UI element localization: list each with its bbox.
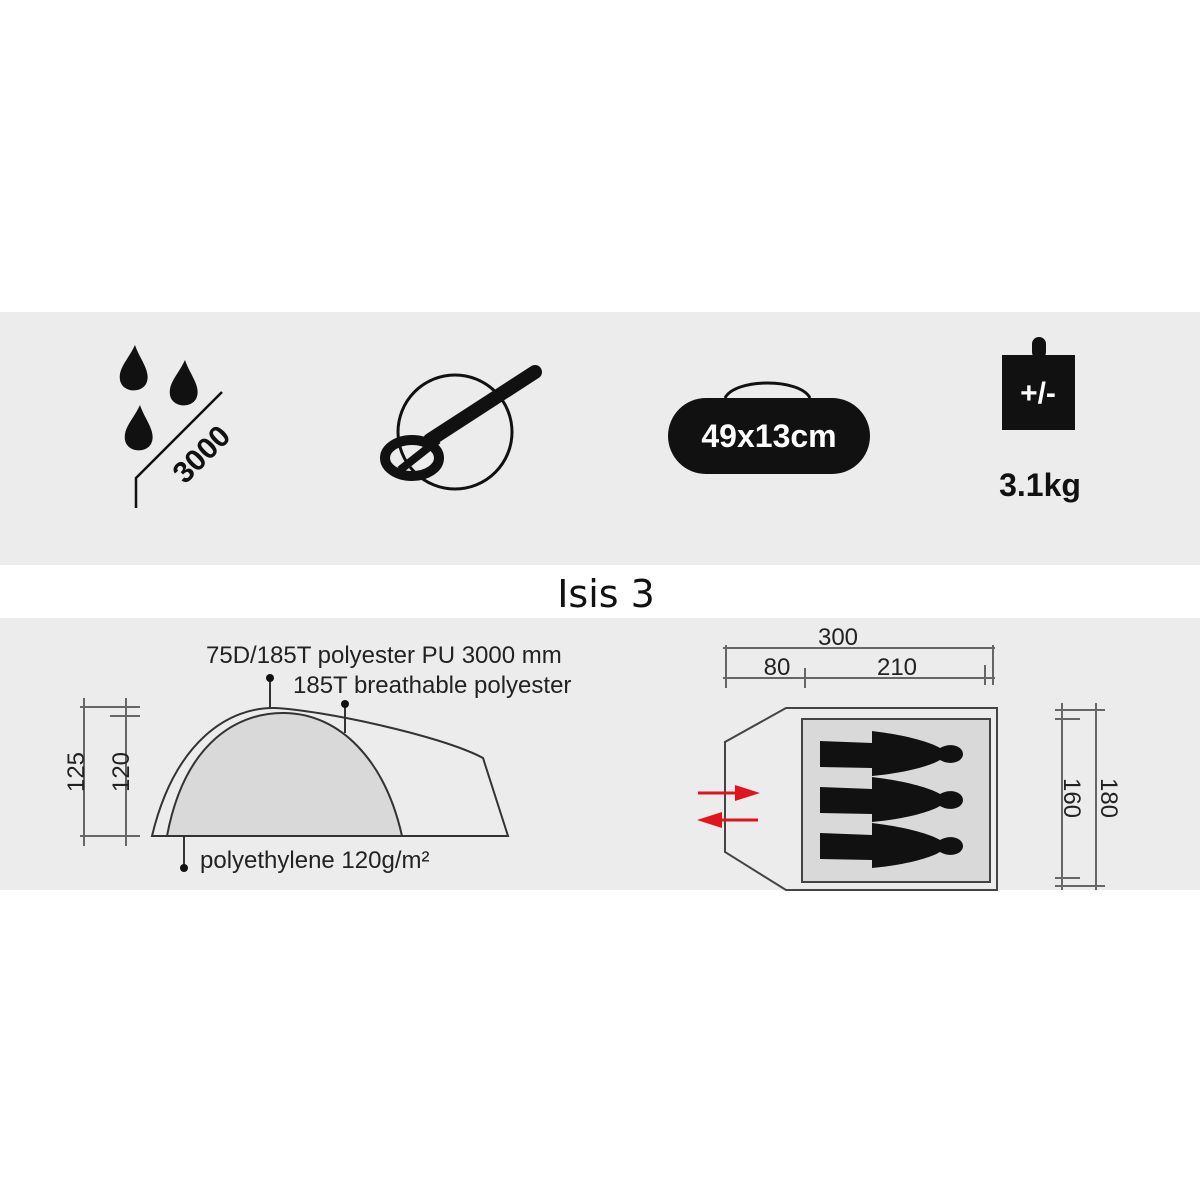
carry-bag-icon bbox=[668, 381, 870, 474]
diagram-band bbox=[0, 618, 1200, 890]
inner-tent-label: 185T breathable polyester bbox=[293, 672, 571, 699]
width-inner: 160 bbox=[1058, 778, 1085, 818]
flysheet-label: 75D/185T polyester PU 3000 mm bbox=[206, 642, 562, 669]
height-outer: 125 bbox=[63, 752, 90, 792]
features-band bbox=[0, 312, 1200, 565]
product-title: Isis 3 bbox=[557, 572, 655, 616]
height-inner: 120 bbox=[108, 752, 135, 792]
three-persons-icon bbox=[820, 731, 963, 868]
guy-rope-icon bbox=[380, 365, 542, 491]
pack-size: 49x13cm bbox=[701, 418, 836, 454]
entrance-arrows-icon bbox=[697, 785, 760, 828]
water-drops-icon bbox=[119, 345, 223, 508]
length-vestibule: 80 bbox=[764, 654, 791, 681]
length-inner: 210 bbox=[877, 654, 917, 681]
weight-icon-text: +/- bbox=[1020, 377, 1056, 410]
width-outer: 180 bbox=[1095, 778, 1122, 818]
tent-side-view bbox=[80, 674, 510, 872]
floor-label: polyethylene 120g/m² bbox=[200, 847, 429, 874]
weight-value: 3.1kg bbox=[999, 467, 1081, 503]
length-total: 300 bbox=[818, 624, 858, 651]
weight-icon bbox=[1002, 337, 1075, 430]
